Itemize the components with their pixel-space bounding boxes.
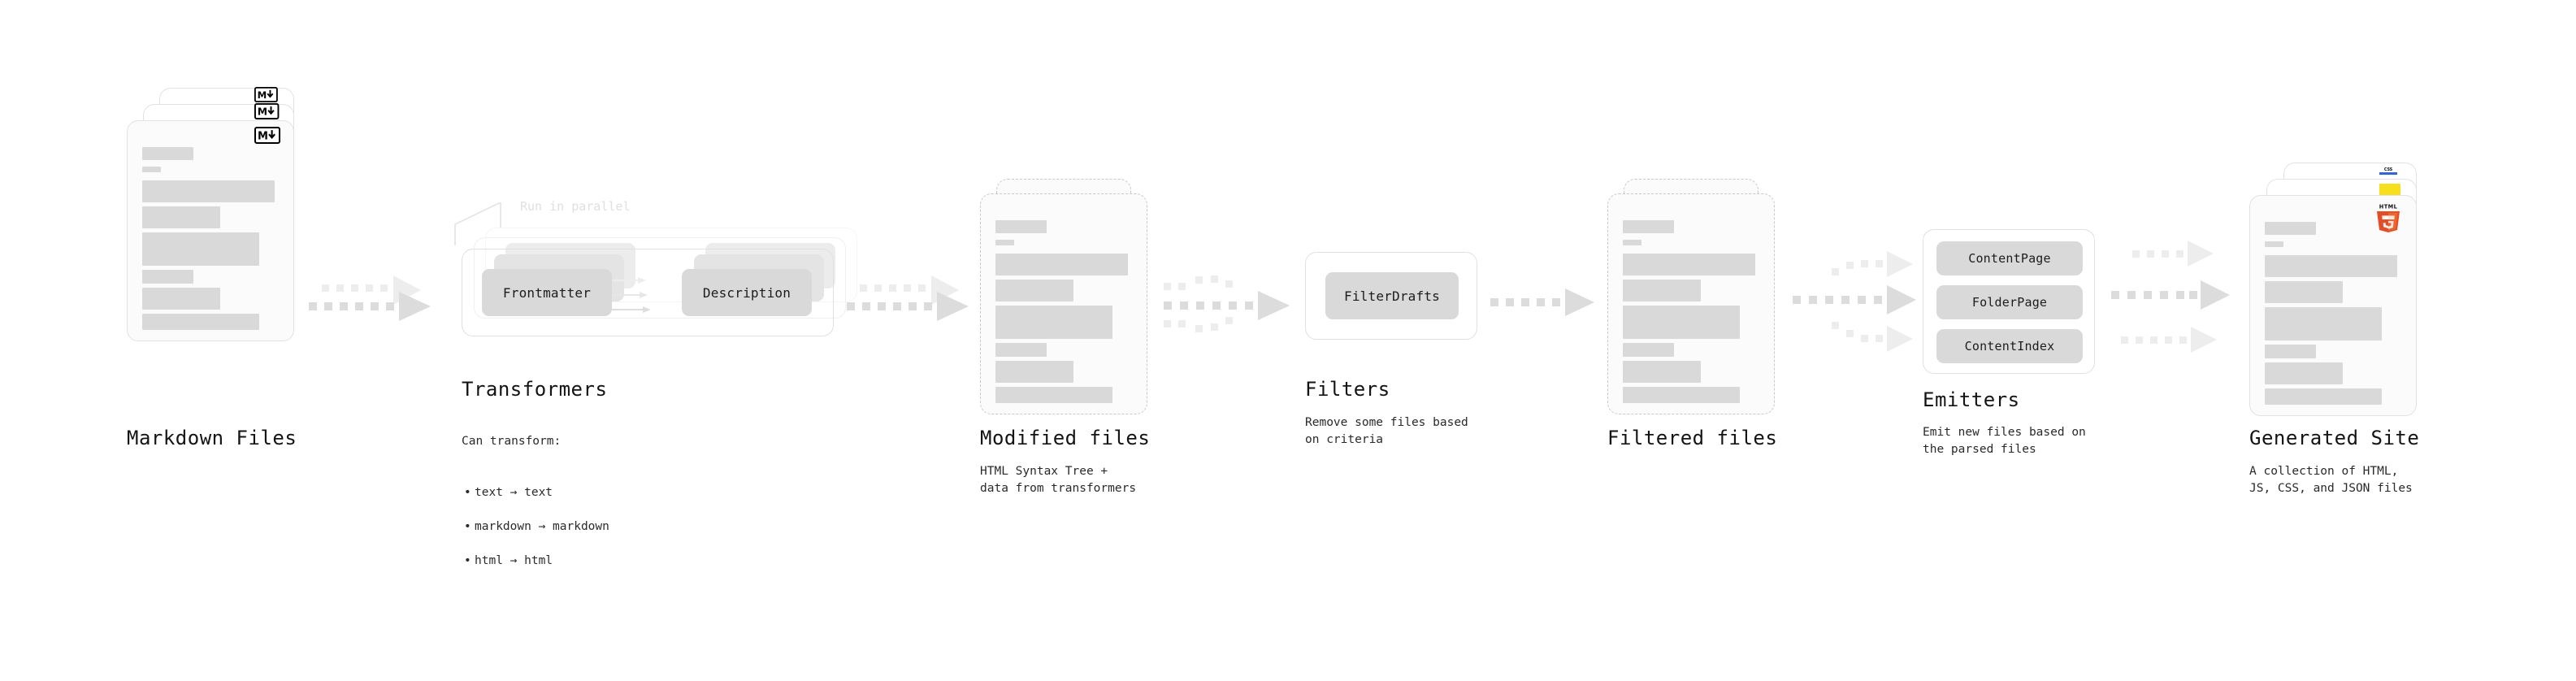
content-bar [995, 343, 1047, 357]
css-icon-label: CSS [2383, 167, 2393, 172]
content-bar [995, 254, 1128, 275]
chip-frontmatter[interactable]: Frontmatter [482, 269, 612, 316]
content-bar [1623, 306, 1740, 339]
generated-site-caption: A collection of HTML, JS, CSS, and JSON … [2249, 465, 2413, 495]
stage-title-filtered-files: Filtered files [1607, 427, 1778, 449]
markdown-icon-mid: M [254, 103, 280, 119]
html5-icon: HTML [2374, 202, 2402, 236]
stage-title-markdown-files: Markdown Files [127, 427, 297, 449]
stage-title-transformers: Transformers [462, 378, 608, 401]
stage-title-filters: Filters [1305, 378, 1390, 401]
content-bar [995, 306, 1112, 339]
content-bar [1623, 280, 1701, 301]
content-bar [142, 270, 193, 284]
content-bar [2265, 388, 2382, 405]
content-bar [995, 220, 1047, 233]
arrow-md-to-transformers [309, 275, 431, 321]
transformers-caption: Can transform: text → text markdown → ma… [462, 416, 609, 604]
content-bar [142, 232, 259, 266]
stage-title-generated-site: Generated Site [2249, 427, 2420, 449]
content-bar [995, 280, 1073, 301]
content-bar [1623, 254, 1755, 275]
content-bar [1623, 387, 1740, 403]
content-bar [142, 167, 161, 172]
svg-text:M: M [258, 106, 267, 116]
content-bar [1623, 361, 1701, 383]
markdown-files-stack: M M M [127, 87, 314, 429]
markdown-icon: M [254, 127, 280, 144]
generated-site-stack: CSS HTML [2249, 163, 2444, 439]
content-bar [995, 387, 1112, 403]
chip-filterdrafts[interactable]: FilterDrafts [1325, 272, 1459, 319]
content-bar [142, 180, 275, 202]
content-bar [142, 314, 259, 330]
modified-files-stack [980, 179, 1159, 439]
transform-item: text → text [464, 484, 609, 501]
arrow-emitters-to-site [2111, 241, 2230, 353]
run-in-parallel-label: Run in parallel [520, 199, 631, 214]
chip-folderpage[interactable]: FolderPage [1936, 285, 2083, 319]
transformers-caption-intro: Can transform: [462, 435, 562, 448]
transformer-inner-arrows [612, 277, 651, 313]
arrow-transformers-to-modified [847, 275, 969, 321]
content-bar [2265, 241, 2283, 247]
content-bar [995, 361, 1073, 383]
transform-item: html → html [464, 553, 609, 570]
content-bar [2265, 281, 2343, 303]
filters-caption: Remove some files based on criteria [1305, 416, 1468, 446]
filtered-files-stack [1607, 179, 1786, 439]
content-bar [1623, 343, 1674, 357]
arrow-filters-to-filtered [1490, 288, 1594, 316]
content-bar [1623, 220, 1674, 233]
svg-text:HTML: HTML [2379, 204, 2398, 210]
chip-contentpage[interactable]: ContentPage [1936, 241, 2083, 275]
chip-contentindex[interactable]: ContentIndex [1936, 329, 2083, 363]
svg-text:M: M [258, 89, 267, 100]
chip-description[interactable]: Description [682, 269, 812, 316]
run-in-parallel-leader [454, 202, 501, 245]
transformer-panel-front: Frontmatter Description [462, 249, 834, 336]
content-bar [2265, 255, 2397, 277]
markdown-icon-back: M [254, 87, 278, 102]
js-icon [2379, 184, 2400, 198]
content-bar [2265, 222, 2316, 235]
content-bar [1623, 240, 1641, 245]
emitters-panel: ContentPage FolderPage ContentIndex [1923, 229, 2095, 374]
svg-text:M: M [258, 130, 268, 141]
stage-title-emitters: Emitters [1923, 388, 2020, 411]
stage-title-modified-files: Modified files [980, 427, 1151, 449]
arrow-modified-to-filters [1164, 275, 1290, 332]
css-icon: CSS [2379, 167, 2397, 175]
filters-panel: FilterDrafts [1305, 252, 1477, 340]
css-icon-rule [2379, 172, 2397, 175]
content-bar [142, 288, 220, 310]
content-bar [2265, 307, 2382, 340]
content-bar [995, 240, 1014, 245]
content-bar [142, 147, 193, 160]
content-bar [142, 206, 220, 228]
content-bar [2265, 362, 2343, 384]
modified-files-caption: HTML Syntax Tree + data from transformer… [980, 465, 1137, 495]
emitters-caption: Emit new files based on the parsed files [1923, 426, 2086, 456]
content-bar [2265, 345, 2316, 358]
transform-item: markdown → markdown [464, 518, 609, 536]
arrow-filtered-to-emitters [1793, 251, 1916, 352]
